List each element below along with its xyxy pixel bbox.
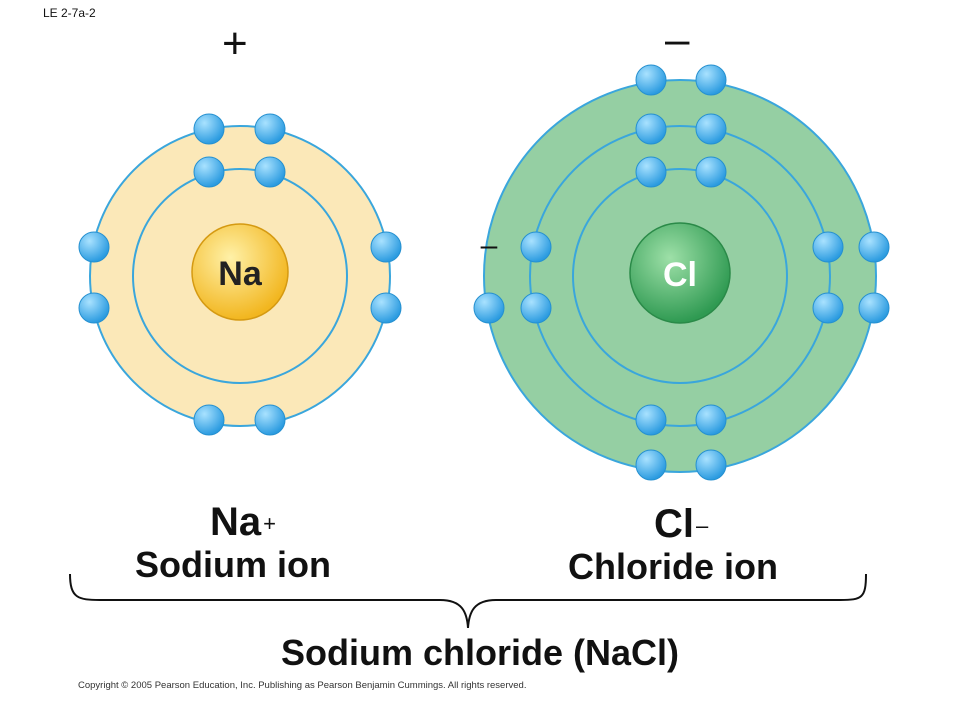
electron: [812, 231, 844, 263]
sodium-inner-shell: [132, 168, 348, 384]
compound-brace: [69, 573, 867, 629]
electron: [78, 231, 110, 263]
electron: [695, 156, 727, 188]
slide-label: LE 2-7a-2: [43, 6, 96, 20]
electron: [695, 449, 727, 481]
copyright-notice: Copyright © 2005 Pearson Education, Inc.…: [78, 680, 527, 691]
chlorine-charge-sign: –: [665, 15, 690, 64]
electron: [695, 404, 727, 436]
electron: [370, 231, 402, 263]
electron: [695, 64, 727, 96]
electron: [254, 404, 286, 436]
chlorine-middle-shell: [529, 125, 831, 427]
electron: [473, 292, 505, 324]
electron: [193, 113, 225, 145]
electron: [812, 292, 844, 324]
electron: [520, 231, 552, 263]
sodium-ion-symbol: Na+: [210, 500, 276, 544]
sodium-charge-sign: +: [222, 19, 248, 68]
sodium-nucleus: [191, 223, 289, 321]
sodium-nucleus-label: Na: [218, 255, 263, 293]
sodium-electrons: [78, 113, 402, 436]
electron: [858, 231, 890, 263]
electron: [635, 449, 667, 481]
sodium-ion-charge: +: [263, 511, 276, 536]
chlorine-nucleus: [629, 222, 731, 324]
electron: [635, 113, 667, 145]
electron: [635, 404, 667, 436]
electron: [254, 156, 286, 188]
electron: [193, 404, 225, 436]
chloride-ion-charge: –: [696, 513, 709, 538]
electron: [695, 113, 727, 145]
electron: [635, 156, 667, 188]
chloride-ion-symbol: Cl–: [654, 502, 708, 546]
electron: [858, 292, 890, 324]
electron: [520, 292, 552, 324]
extra-electron-sign: –: [481, 229, 498, 262]
sodium-ion-symbol-text: Na: [210, 500, 262, 544]
electron: [635, 64, 667, 96]
electron: [254, 113, 286, 145]
electron: [370, 292, 402, 324]
chlorine-electrons: [473, 64, 890, 481]
electron: [193, 156, 225, 188]
chlorine-nucleus-label: Cl: [663, 256, 697, 294]
electron: [78, 292, 110, 324]
chloride-ion-symbol-text: Cl: [654, 502, 694, 546]
sodium-ion-name: Sodium ion: [135, 544, 331, 585]
chlorine-inner-shell: [572, 168, 788, 384]
chloride-ion-name: Chloride ion: [568, 546, 778, 587]
compound-name: Sodium chloride (NaCl): [280, 632, 680, 673]
